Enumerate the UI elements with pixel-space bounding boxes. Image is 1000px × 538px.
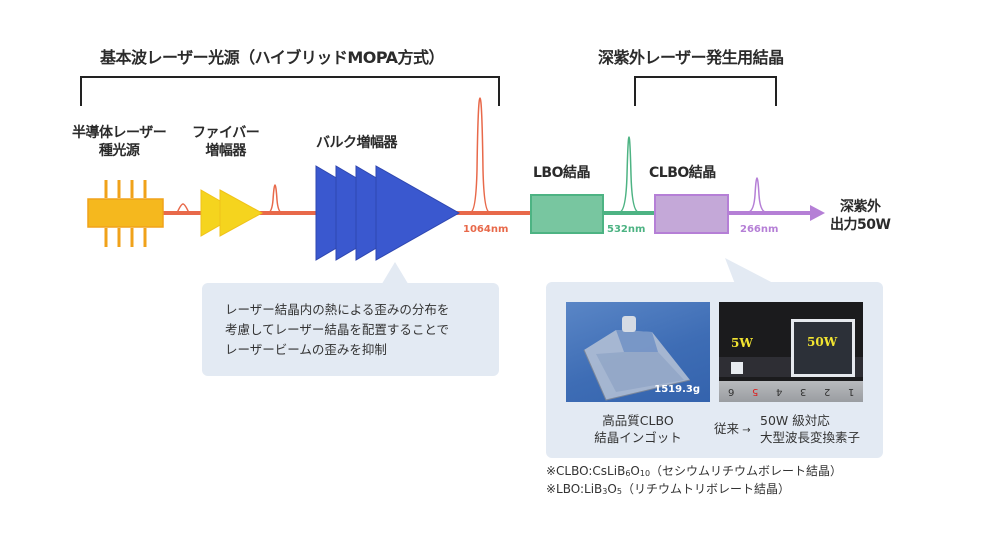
clbo-crystal [654, 194, 729, 234]
caption-conventional-prefix: 従来 [714, 421, 740, 436]
bulk-amp-stage-4 [375, 165, 461, 261]
caption-ingot-line1: 高品質CLBO [602, 413, 674, 428]
seed-laser-pins [104, 180, 147, 247]
uv-pulse-icon [748, 177, 766, 213]
footnote-clbo-prefix: ※CLBO:CsLiB [546, 464, 626, 478]
photo-crystal-comparison: 5W 50W 6 5 4 3 2 1 [719, 302, 863, 402]
footnote-lbo-suffix: （リチウムトリボレート結晶） [621, 482, 790, 496]
footnote-lbo-sub1: 3 [602, 487, 608, 496]
caption-large-element: 50W 級対応 大型波長変換素子 [760, 412, 860, 446]
title-deep-uv-crystals: 深紫外レーザー発生用結晶 [598, 48, 784, 67]
label-seed-laser: 半導体レーザー 種光源 [72, 124, 167, 160]
green-pulse-icon [619, 136, 639, 213]
caption-ingot: 高品質CLBO 結晶インゴット [566, 412, 710, 446]
small-crystal-label: 5W [731, 336, 753, 350]
bulk-note-line-1: レーザー結晶内の熱による歪みの分布を [225, 302, 450, 317]
wavelength-266: 266nm [740, 224, 779, 235]
footnote-clbo: ※CLBO:CsLiB6O10（セシウムリチウムボレート結晶） [546, 463, 842, 482]
title-fundamental-laser: 基本波レーザー光源（ハイブリッドMOPA方式） [100, 48, 445, 67]
bulk-note-line-3: レーザービームの歪みを抑制 [225, 342, 387, 357]
label-output-line1: 深紫外 [839, 199, 881, 215]
label-seed-line2: 種光源 [98, 143, 140, 159]
footnote-lbo-sub2: 5 [616, 487, 622, 496]
photo-clbo-ingot: 1519.3g [566, 302, 710, 402]
label-clbo: CLBO結晶 [649, 165, 716, 181]
label-bulk-amp: バルク増幅器 [316, 135, 398, 151]
arrow-right-icon: → [739, 425, 751, 436]
footnote-lbo-mid: O [607, 482, 617, 496]
small-crystal [731, 362, 743, 374]
bubble-bulk-pointer [380, 262, 410, 287]
ruler-digit: 1 [847, 386, 855, 397]
label-lbo: LBO結晶 [533, 165, 591, 181]
ingot-weight: 1519.3g [654, 384, 700, 395]
caption-conventional: 従来 → [714, 420, 751, 439]
footnote-clbo-sub1: 6 [625, 469, 631, 478]
seed-laser-chip [87, 198, 164, 228]
bubble-clbo-photos: 1519.3g 5W 50W 6 5 4 3 2 1 高品質CLBO 結晶インゴ… [546, 282, 883, 458]
ir-pulse-icon [470, 97, 490, 213]
ruler-digit: 2 [823, 386, 831, 397]
wavelength-1064: 1064nm [463, 224, 509, 235]
bulk-note-line-2: 考慮してレーザー結晶を配置することで [225, 322, 450, 337]
fiber-amp-stage-2 [219, 189, 264, 237]
wavelength-532: 532nm [607, 224, 646, 235]
seed-pulse-icon [176, 203, 190, 214]
label-fiber-amp: ファイバー 増幅器 [192, 124, 260, 160]
ruler-digit: 6 [727, 386, 735, 397]
ruler-digit: 5 [751, 386, 759, 397]
bracket-deep-uv [634, 76, 777, 106]
bracket-fundamental [80, 76, 500, 106]
large-crystal [791, 319, 855, 377]
bubble-clbo-pointer [725, 258, 775, 284]
lbo-crystal [530, 194, 604, 234]
footnote-clbo-suffix: （セシウムリチウムボレート結晶） [650, 464, 843, 478]
large-crystal-label: 50W [807, 335, 838, 349]
ruler-digit: 4 [775, 386, 783, 397]
caption-large-line2: 大型波長変換素子 [760, 430, 861, 445]
label-fiber-line2: 増幅器 [205, 143, 246, 159]
output-arrow-icon [810, 205, 825, 221]
ingot-illustration [583, 316, 691, 401]
ruler: 6 5 4 3 2 1 [719, 381, 863, 402]
label-fiber-line1: ファイバー [192, 125, 260, 141]
caption-ingot-line2: 結晶インゴット [594, 430, 682, 445]
footnote-lbo: ※LBO:LiB3O5（リチウムトリボレート結晶） [546, 481, 790, 500]
footnote-lbo-prefix: ※LBO:LiB [546, 482, 603, 496]
footnote-clbo-mid: O [630, 464, 640, 478]
footnote-clbo-sub2: 10 [639, 469, 651, 478]
caption-large-line1: 50W 級対応 [760, 413, 830, 428]
label-output-line2: 出力50W [830, 217, 891, 233]
ruler-digit: 3 [799, 386, 807, 397]
fiber-amp-pulse-icon [267, 184, 283, 214]
label-seed-line1: 半導体レーザー [72, 125, 167, 141]
label-output: 深紫外 出力50W [830, 198, 891, 234]
bubble-bulk-amp-note: レーザー結晶内の熱による歪みの分布を 考慮してレーザー結晶を配置することで レー… [202, 283, 499, 376]
